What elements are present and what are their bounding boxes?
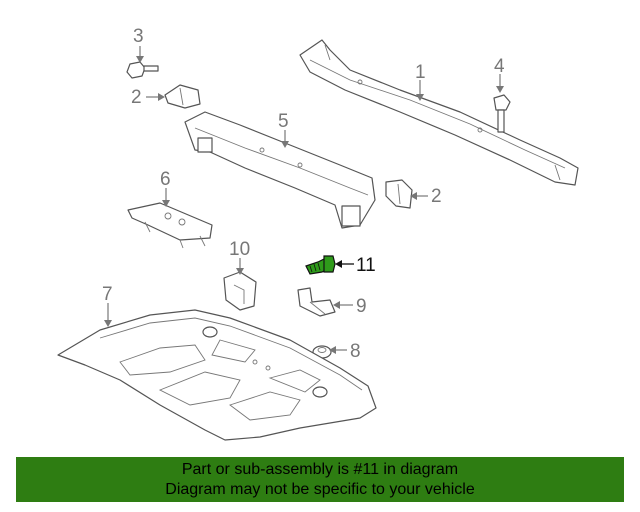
footer-banner: Part or sub-assembly is #11 in diagram D… (16, 457, 624, 502)
part-6-bracket (127, 202, 213, 249)
footer-line-1: Part or sub-assembly is #11 in diagram (181, 461, 459, 478)
callout-2-right: 2 (431, 186, 442, 207)
part-9-bracket (297, 287, 336, 317)
callout-11[interactable]: 11 (356, 255, 376, 276)
part-4-bolt (493, 94, 511, 133)
callout-9: 9 (356, 296, 367, 317)
part-5-crossmember (184, 111, 376, 229)
callout-1: 1 (415, 62, 426, 83)
parts-diagram: 1 3 2 4 5 2 6 10 11 9 8 7 (57, 26, 579, 441)
part-11-bolt[interactable] (305, 255, 336, 275)
leader-lines (104, 46, 504, 354)
callout-6: 6 (160, 169, 171, 190)
callout-5: 5 (278, 111, 289, 132)
part-2-bracket-right (385, 179, 413, 209)
callout-4: 4 (494, 56, 505, 77)
callout-10: 10 (229, 239, 250, 260)
part-1-crossmember (299, 39, 579, 186)
part-3-bolt (126, 61, 159, 79)
part-7-skid-plate (57, 309, 377, 441)
part-2-bracket-left (164, 84, 201, 109)
footer-line-2: Diagram may not be specific to your vehi… (165, 481, 475, 498)
callout-3: 3 (133, 26, 144, 47)
part-10-mount (223, 271, 257, 311)
callout-7: 7 (102, 284, 113, 305)
callout-8: 8 (350, 341, 361, 362)
callout-2-left: 2 (131, 87, 142, 108)
callouts: 1 3 2 4 5 2 6 10 11 9 8 7 (102, 26, 505, 362)
